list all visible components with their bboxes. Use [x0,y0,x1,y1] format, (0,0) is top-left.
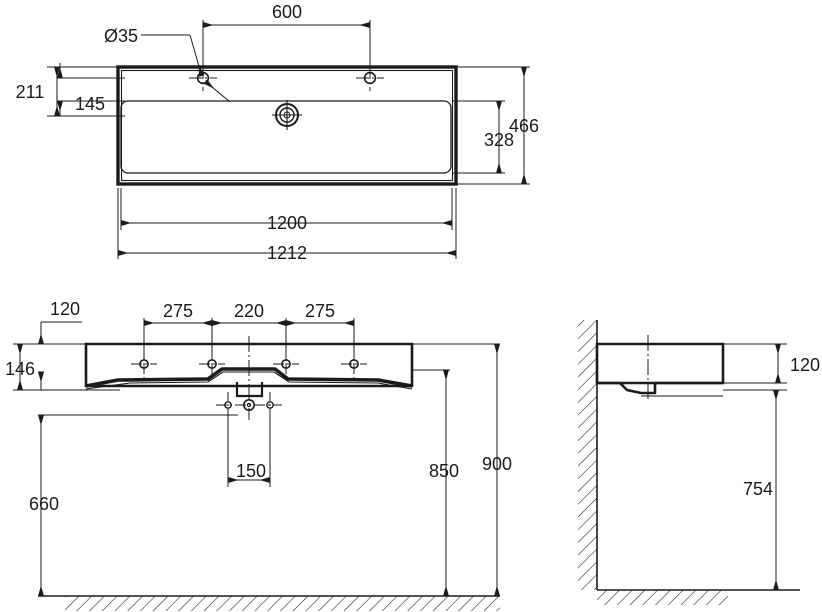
dimension-850 [412,369,450,597]
dimension-328 [452,100,505,174]
label-220: 220 [234,301,264,321]
waste-connection-marks [216,392,282,418]
label-328: 328 [484,130,514,150]
wall-hatch [578,320,597,590]
label-275-right: 275 [305,301,335,321]
dimension-754 [723,389,787,591]
floor-hatch-side [597,590,728,605]
front-view [13,318,501,611]
dimension-145 [56,63,125,116]
label-145: 145 [75,94,105,114]
dimension-275-right [285,318,355,360]
label-146: 146 [5,359,35,379]
label-660: 660 [29,494,59,514]
top-view [47,20,530,259]
label-275-left: 275 [163,301,193,321]
label-850: 850 [429,461,459,481]
basin-side-outline [595,342,725,385]
dimension-146 [13,343,120,391]
dimension-600 [202,20,371,78]
label-466: 466 [509,116,539,136]
waste-outlet-top [272,100,302,130]
dimension-150 [227,415,271,487]
label-211: 211 [16,82,45,102]
dimension-275-left [143,318,213,360]
label-120-front: 120 [50,299,80,319]
label-900: 900 [482,454,512,474]
label-150: 150 [236,461,266,481]
basin-bowl-outline [120,100,452,174]
label-600: 600 [272,2,302,22]
dimension-120-front [37,321,82,390]
label-754: 754 [743,479,773,499]
leader-dia35 [141,34,231,103]
dimension-660 [37,414,238,597]
label-1212: 1212 [267,243,307,263]
dimension-900 [412,343,501,597]
label-120-side: 120 [790,355,820,375]
basin-side-underside [597,381,723,395]
dimension-466 [456,66,530,185]
basin-outer-outline [116,65,458,186]
dimension-1200 [120,188,453,230]
dimension-1212 [117,188,457,259]
label-dia35: Ø35 [104,26,138,46]
label-1200: 1200 [267,213,307,233]
side-view [578,320,800,605]
dimension-labels: 600 Ø35 211 145 466 328 1200 1212 120 14… [5,2,820,514]
floor-hatch-front [65,596,500,611]
dimension-120-side [723,343,787,384]
